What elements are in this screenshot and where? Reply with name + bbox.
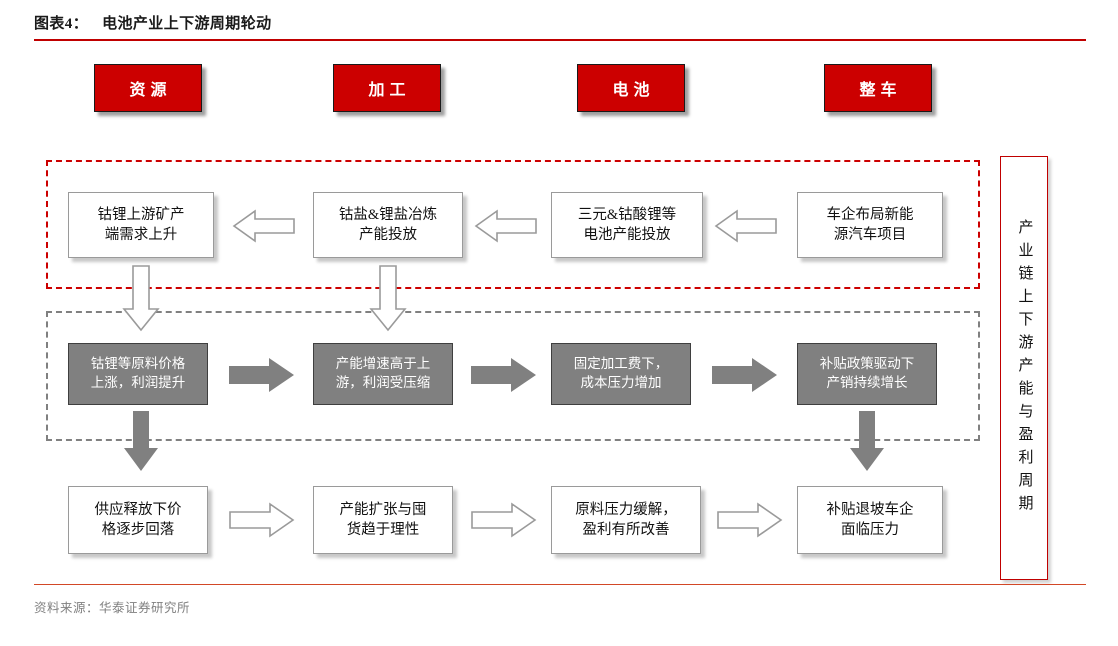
arrow-right-profit-2 <box>471 357 537 393</box>
node-label: 钴锂上游矿产 端需求上升 <box>97 207 185 243</box>
cycle-banner: 产业链上下游产能与盈利周期 <box>1000 156 1048 580</box>
figure-title-text: 电池产业上下游周期轮动 <box>102 16 272 32</box>
node-label: 钴锂等原料价格 上涨，利润提升 <box>90 356 186 390</box>
arrow-down-solid-col4 <box>847 410 887 472</box>
node-rebalance-2[interactable]: 产能扩张与囤 货趋于理性 <box>313 486 453 554</box>
node-profit-3[interactable]: 固定加工费下， 成本压力增加 <box>551 343 691 405</box>
node-capacity-3[interactable]: 三元&钴酸锂等 电池产能投放 <box>551 192 703 258</box>
arrow-down-hollow-col2 <box>368 265 408 332</box>
node-label: 产能增速高于上 游，利润受压缩 <box>335 356 431 390</box>
diagram-canvas: 资源 加工 电池 整车 钴锂上游矿产 端需求上升 钴盐&锂盐冶炼 产能投放 三元… <box>0 46 1118 581</box>
node-label: 钴盐&锂盐冶炼 产能投放 <box>338 207 438 243</box>
node-label: 补贴退坡车企 面临压力 <box>826 502 914 538</box>
stage-chip-battery[interactable]: 电池 <box>577 64 685 112</box>
arrow-right-profit-1 <box>229 357 295 393</box>
node-rebalance-4[interactable]: 补贴退坡车企 面临压力 <box>797 486 943 554</box>
node-label: 车企布局新能 源汽车项目 <box>826 207 914 243</box>
figure-footer: 资料来源：华泰证券研究所 <box>34 584 1086 616</box>
arrow-left-capacity-1 <box>232 208 295 244</box>
node-label: 补贴政策驱动下 产销持续增长 <box>819 356 915 390</box>
node-profit-4[interactable]: 补贴政策驱动下 产销持续增长 <box>797 343 937 405</box>
arrow-right-rebalance-3 <box>717 502 783 538</box>
region-upstream-capacity <box>46 160 980 289</box>
node-rebalance-1[interactable]: 供应释放下价 格逐步回落 <box>68 486 208 554</box>
cycle-banner-label: 产业链上下游产能与盈利周期 <box>1016 218 1033 518</box>
stage-chip-resource[interactable]: 资源 <box>94 64 202 112</box>
node-profit-1[interactable]: 钴锂等原料价格 上涨，利润提升 <box>68 343 208 405</box>
stage-chip-processing[interactable]: 加工 <box>333 64 441 112</box>
node-rebalance-3[interactable]: 原料压力缓解， 盈利有所改善 <box>551 486 701 554</box>
page-title: 图表4： 电池产业上下游周期轮动 <box>34 12 1086 33</box>
stage-chip-label: 资源 <box>129 82 172 99</box>
node-label: 三元&钴酸锂等 电池产能投放 <box>577 207 677 243</box>
figure-label: 图表4： <box>34 16 89 32</box>
node-profit-2[interactable]: 产能增速高于上 游，利润受压缩 <box>313 343 453 405</box>
stage-chip-label: 加工 <box>368 82 411 99</box>
figure-header: 图表4： 电池产业上下游周期轮动 <box>34 12 1086 41</box>
node-label: 产能扩张与囤 货趋于理性 <box>339 502 427 538</box>
node-capacity-4[interactable]: 车企布局新能 源汽车项目 <box>797 192 943 258</box>
region-profit-cycle <box>46 311 980 441</box>
arrow-right-rebalance-2 <box>471 502 537 538</box>
stage-chip-label: 整车 <box>859 82 902 99</box>
arrow-left-capacity-2 <box>474 208 537 244</box>
arrow-right-profit-3 <box>712 357 778 393</box>
arrow-down-solid-col1 <box>121 410 161 472</box>
arrow-right-rebalance-1 <box>229 502 295 538</box>
title-divider <box>34 39 1086 41</box>
node-label: 供应释放下价 格逐步回落 <box>94 502 182 538</box>
node-label: 原料压力缓解， 盈利有所改善 <box>575 502 677 538</box>
arrow-left-capacity-3 <box>714 208 777 244</box>
source-note: 资料来源：华泰证券研究所 <box>34 601 191 615</box>
stage-chip-vehicle[interactable]: 整车 <box>824 64 932 112</box>
footer-divider <box>34 584 1086 585</box>
arrow-down-hollow-col1 <box>121 265 161 332</box>
node-capacity-1[interactable]: 钴锂上游矿产 端需求上升 <box>68 192 214 258</box>
node-capacity-2[interactable]: 钴盐&锂盐冶炼 产能投放 <box>313 192 463 258</box>
node-label: 固定加工费下， 成本压力增加 <box>573 356 669 390</box>
stage-chip-label: 电池 <box>612 82 655 99</box>
